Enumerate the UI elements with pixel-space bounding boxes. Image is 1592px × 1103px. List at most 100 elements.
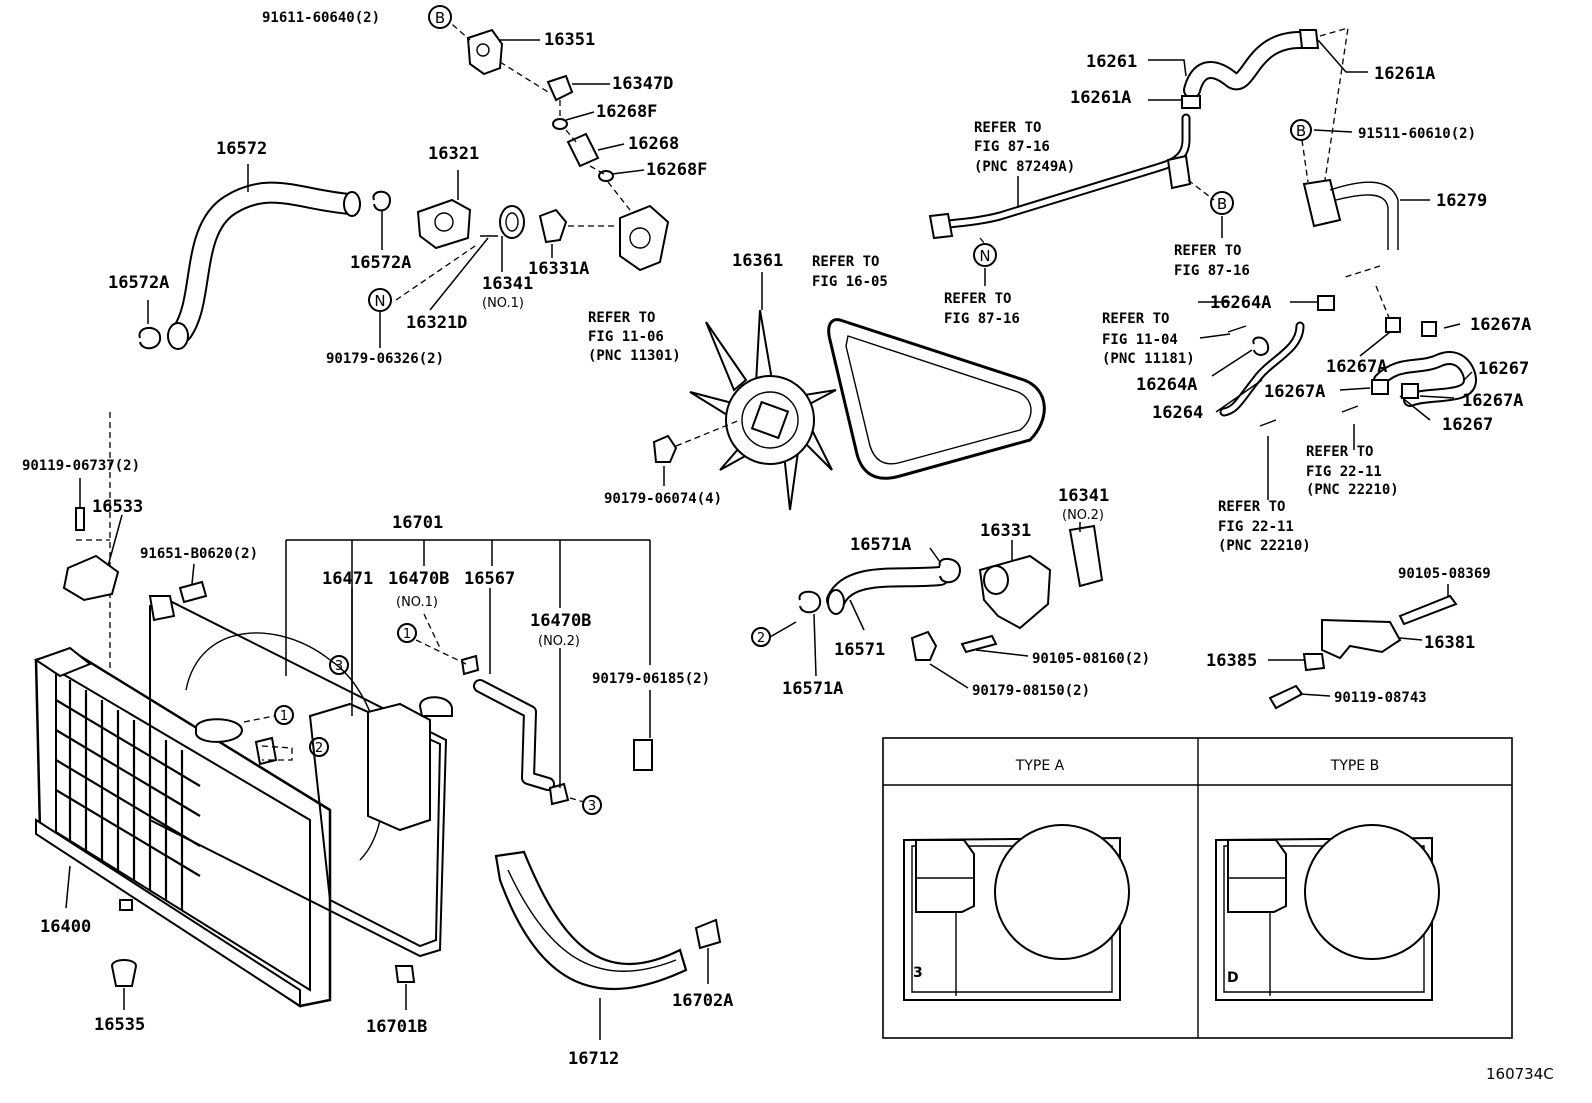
svg-text:FIG 87-16: FIG 87-16 (944, 311, 1020, 327)
svg-text:REFER TO: REFER TO (1174, 243, 1241, 259)
upper-hose-16572 (138, 181, 392, 350)
svg-text:REFER TO: REFER TO (944, 291, 1011, 307)
label-16261A-b: 16261A (1374, 64, 1435, 84)
type-comparison-box: TYPE A TYPE B 3 D (882, 737, 1513, 1039)
marker-1-a (397, 623, 417, 643)
bracket-16381-group (1268, 594, 1458, 710)
label-16261: 16261 (1086, 52, 1137, 72)
clip-90179-06185 (633, 739, 653, 771)
label-90119-06737: 90119-06737(2) (22, 458, 140, 474)
label-16567: 16567 (464, 569, 515, 589)
svg-text:FIG 87-16: FIG 87-16 (1174, 263, 1250, 279)
marker-2-b-text: 2 (757, 631, 765, 646)
type-b-mark: D (1227, 970, 1239, 986)
label-90179-08150: 90179-08150(2) (972, 683, 1090, 699)
label-16264A-b: 16264A (1136, 375, 1197, 395)
fan-shroud-16711 (148, 595, 453, 958)
label-16268F-b: 16268F (646, 160, 707, 180)
ref-fig-11-04: REFER TO FIG 11-04 (PNC 11181) (1102, 311, 1195, 367)
support-16533 (62, 507, 416, 987)
marker-b-2-text: B (1217, 195, 1227, 213)
gasket-16347D (546, 74, 574, 102)
label-16267-b: 16267 (1442, 415, 1493, 435)
label-90179-06185: 90179-06185(2) (592, 671, 710, 687)
label-90179-06074: 90179-06074(4) (604, 491, 722, 507)
water-pump (619, 204, 670, 272)
label-16264: 16264 (1152, 403, 1203, 423)
type-a-mark: 3 (913, 965, 923, 981)
part-labels: 91611-60640(2) 16351 16347D 16268F 16268… (22, 10, 1554, 1083)
svg-text:(PNC 22210): (PNC 22210) (1218, 538, 1311, 554)
marker-n-1 (368, 288, 392, 312)
overflow-hose (415, 639, 653, 806)
label-16341-no2: 16341 (1058, 486, 1109, 506)
label-16268F-a: 16268F (596, 102, 657, 122)
svg-text:REFER TO: REFER TO (1306, 444, 1373, 460)
label-16321: 16321 (428, 144, 479, 164)
gasket-16341 (499, 205, 525, 239)
marker-3-b-text: 3 (588, 799, 596, 814)
clamp-16261A-b (1181, 95, 1201, 109)
svg-text:FIG 22-11: FIG 22-11 (1306, 464, 1382, 480)
label-16385: 16385 (1206, 651, 1257, 671)
clamp-16267A-c (1371, 379, 1389, 395)
svg-text:REFER TO: REFER TO (1218, 499, 1285, 515)
water-outlet-group (444, 17, 670, 272)
label-16267A-b: 16267A (1326, 357, 1387, 377)
reservoir-16471 (367, 702, 431, 832)
label-16341-no2-sub: (NO.2) (1062, 508, 1104, 523)
clamp-16267A-a (1385, 317, 1401, 333)
svg-text:(PNC 11301): (PNC 11301) (588, 348, 681, 364)
clamp-16571A-a (938, 558, 962, 584)
ref-fig-11-06: REFER TO FIG 11-06 (PNC 11301) (588, 310, 681, 364)
bolt-90105-08369 (1398, 594, 1458, 626)
label-16712: 16712 (568, 1049, 619, 1069)
label-16701B: 16701B (366, 1017, 427, 1037)
label-16267A-c: 16267A (1264, 382, 1325, 402)
label-90179-06326: 90179-06326(2) (326, 351, 444, 367)
label-16267-a: 16267 (1478, 359, 1529, 379)
label-16341: 16341 (482, 274, 533, 294)
label-16470B-2: 16470B (530, 611, 591, 631)
label-16571A-a: 16571A (850, 535, 911, 555)
marker-1-b (274, 705, 294, 725)
marker-b-3 (1290, 119, 1312, 141)
clip-16702A (694, 918, 722, 950)
marker-2-a-text: 2 (315, 741, 323, 756)
label-16572: 16572 (216, 139, 267, 159)
label-91611-60640: 91611-60640(2) (262, 10, 380, 26)
label-16351: 16351 (544, 30, 595, 50)
o-ring-16268F-a (552, 118, 568, 130)
label-16347D: 16347D (612, 74, 673, 94)
clamp-16571A-b (798, 590, 822, 614)
marker-b-1 (428, 5, 452, 29)
cushion-16535 (110, 959, 138, 987)
thermostat-group (416, 198, 616, 250)
water-inlet-16321 (416, 198, 472, 250)
label-16381: 16381 (1424, 633, 1475, 653)
marker-n-2 (973, 243, 997, 267)
type-b-title: TYPE B (1330, 758, 1379, 774)
svg-text:REFER TO: REFER TO (588, 310, 655, 326)
ref-fig-87-16-c: REFER TO FIG 87-16 (944, 291, 1020, 327)
ref-fig-22-11-a: REFER TO FIG 22-11 (PNC 22210) (1306, 444, 1399, 498)
thermostat-16331A (538, 208, 568, 244)
label-16470B-1-sub: (NO.1) (396, 595, 438, 610)
svg-text:FIG 11-06: FIG 11-06 (588, 329, 664, 345)
label-16331A: 16331A (528, 259, 589, 279)
marker-b-2 (1210, 191, 1234, 215)
label-91651-B0620: 91651-B0620(2) (140, 546, 258, 562)
label-16535: 16535 (94, 1015, 145, 1035)
ref-fig-87-16-a: REFER TO FIG 87-16 (PNC 87249A) (974, 120, 1075, 175)
label-16701: 16701 (392, 513, 443, 533)
svg-text:(PNC 22210): (PNC 22210) (1306, 482, 1399, 498)
svg-text:REFER TO: REFER TO (974, 120, 1041, 136)
type-a-title: TYPE A (1015, 758, 1065, 774)
svg-text:FIG 16-05: FIG 16-05 (812, 274, 888, 290)
label-16268: 16268 (628, 134, 679, 154)
label-16267A-d: 16267A (1462, 391, 1523, 411)
label-16321D: 16321D (406, 313, 467, 333)
svg-text:REFER TO: REFER TO (1102, 311, 1169, 327)
ref-fig-22-11-b: REFER TO FIG 22-11 (PNC 22210) (1218, 499, 1311, 554)
